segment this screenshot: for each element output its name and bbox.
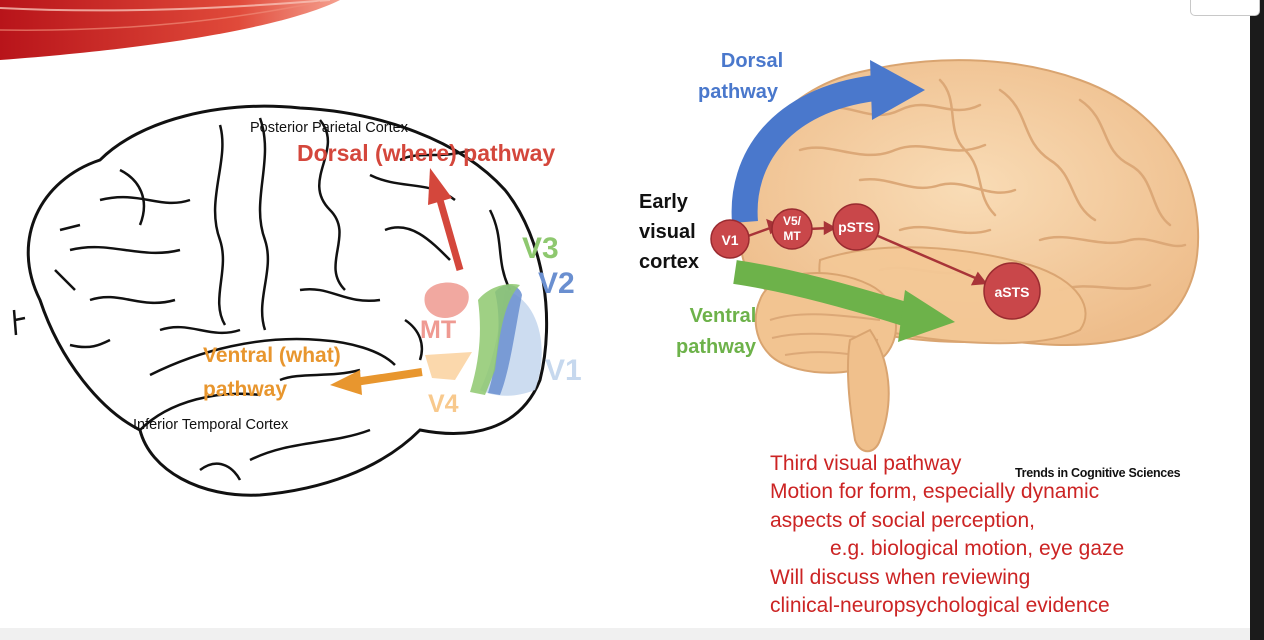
early-visual-line3: cortex — [639, 251, 699, 273]
mt-label: MT — [420, 316, 456, 344]
early-visual-line1: Early — [639, 191, 689, 213]
right-brain-stem — [846, 328, 890, 453]
caption-line-3: aspects of social perception, — [770, 508, 1035, 532]
left-brain-diagram: Posterior Parietal Cortex Dorsal (where)… — [12, 104, 582, 497]
right-ventral-label-line1: Ventral — [690, 305, 757, 327]
caption-line-4: e.g. biological motion, eye gaze — [830, 537, 1125, 561]
right-dorsal-arrowhead — [870, 60, 925, 120]
left-ventral-line1: Ventral (what) — [203, 344, 341, 367]
right-dorsal-arrow-body — [731, 75, 877, 224]
node-asts-label: aSTS — [994, 284, 1029, 300]
node-v5-label-line2: MT — [783, 229, 801, 243]
v2-region — [488, 284, 522, 395]
right-dorsal-label-line2: pathway — [698, 81, 779, 103]
left-dorsal-pathway-label: Dorsal (where) pathway — [297, 140, 555, 166]
bottom-strip — [0, 628, 1250, 640]
v2-label: V2 — [538, 267, 575, 300]
decorative-swoosh — [0, 0, 340, 60]
v4-label: V4 — [428, 390, 459, 418]
caption-line-6: clinical-neuropsychological evidence — [770, 594, 1110, 618]
node-v5-label-line1: V5/ — [783, 214, 802, 228]
v3-region — [470, 283, 520, 395]
caption-block: Third visual pathway Motion for form, es… — [770, 450, 1240, 620]
early-visual-line2: visual — [639, 221, 696, 243]
left-ventral-arrowhead — [330, 370, 362, 395]
caption-line-5: Will discuss when reviewing — [770, 565, 1031, 589]
slide: Posterior Parietal Cortex Dorsal (where)… — [0, 0, 1240, 620]
node-v5-mt — [771, 208, 813, 250]
right-ventral-label-line2: pathway — [676, 336, 757, 358]
caption-line-1: Third visual pathway — [770, 452, 962, 475]
node-psts-label: pSTS — [838, 219, 874, 235]
right-ventral-arrowhead — [898, 290, 955, 342]
posterior-parietal-label: Posterior Parietal Cortex — [250, 120, 409, 136]
left-ventral-line2: pathway — [203, 378, 287, 401]
v1-label: V1 — [545, 354, 582, 387]
node-asts — [983, 262, 1041, 320]
caption-line-2: Motion for form, especially dynamic — [770, 480, 1100, 504]
left-brain-outline — [26, 104, 549, 497]
window-edge-bar — [1250, 0, 1264, 640]
inferior-temporal-label: Inferior Temporal Cortex — [133, 417, 289, 433]
node-v1 — [710, 219, 750, 259]
v4-region — [425, 352, 472, 380]
trends-credit: Trends in Cognitive Sciences — [1015, 466, 1181, 480]
corner-button[interactable] — [1190, 0, 1260, 16]
v3-label: V3 — [522, 232, 559, 265]
right-brain-diagram: V1 V5/ MT pSTS aSTS Dorsal pathway Early… — [639, 50, 1200, 453]
node-psts — [832, 203, 880, 251]
right-dorsal-label-line1: Dorsal — [721, 50, 783, 72]
left-dorsal-arrowhead — [428, 168, 452, 205]
right-ventral-arrow-body — [733, 260, 912, 327]
mt-region — [424, 282, 469, 318]
node-v1-label: V1 — [721, 232, 738, 248]
